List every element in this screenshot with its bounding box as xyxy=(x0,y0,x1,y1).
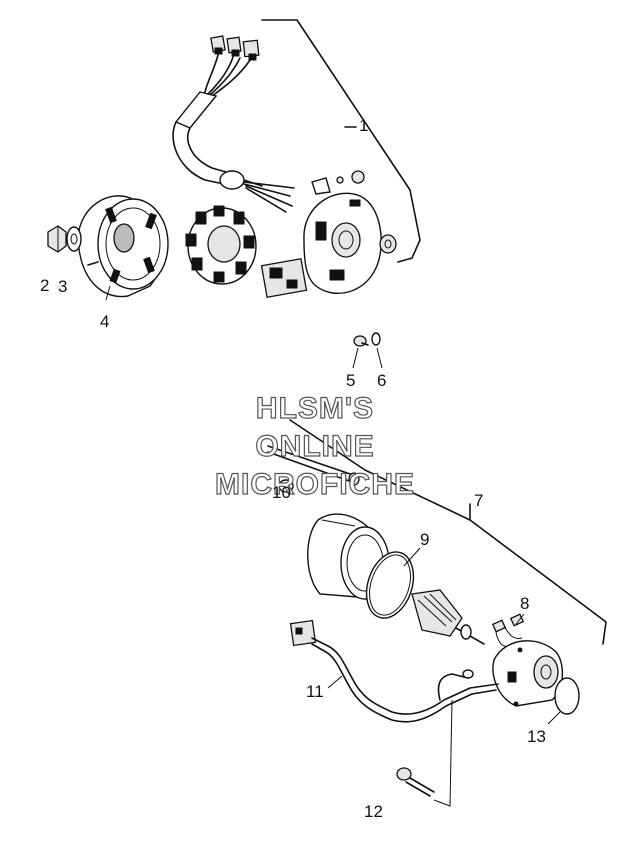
base-screw xyxy=(353,335,369,347)
callout-11: 11 xyxy=(306,682,324,701)
callout-1: 1 xyxy=(359,116,368,135)
leader-4 xyxy=(105,285,111,301)
leader-13 xyxy=(547,711,561,725)
leader-5 xyxy=(352,347,359,369)
leader-11 xyxy=(327,675,343,689)
leader-10 xyxy=(287,479,291,495)
watermark-line-1: HLSM'S xyxy=(256,392,374,425)
pickup-coil xyxy=(260,258,308,298)
callout-8: 8 xyxy=(520,594,529,613)
callout-9: 9 xyxy=(420,530,429,549)
stator-coil xyxy=(185,205,257,285)
wire-harness xyxy=(172,54,295,213)
wire-connector-plug xyxy=(210,35,260,61)
watermark-line-2: ONLINE xyxy=(255,430,374,463)
o-ring xyxy=(365,551,415,619)
cable-bolt xyxy=(396,767,435,797)
callout-4: 4 xyxy=(100,312,109,331)
starter-cable xyxy=(289,619,499,723)
callout-6: 6 xyxy=(377,371,386,390)
callout-3: 3 xyxy=(58,277,67,296)
rotor-nut xyxy=(47,225,67,253)
small-screw-clip xyxy=(311,170,365,195)
lock-washer xyxy=(66,226,82,252)
leader-9 xyxy=(403,547,421,567)
base-screw-washer xyxy=(371,332,381,346)
callout-13: 13 xyxy=(527,727,546,746)
starter-front-cover xyxy=(492,640,563,707)
flywheel-rotor xyxy=(77,195,169,298)
leader-8 xyxy=(515,613,525,625)
stator-base-plate xyxy=(303,192,382,294)
grommet xyxy=(379,234,397,254)
armature xyxy=(411,589,485,645)
callout-7: 7 xyxy=(474,491,483,510)
brush-set xyxy=(491,613,525,647)
watermark-line-3: MICROFICHE xyxy=(215,468,415,501)
callout-12: 12 xyxy=(364,802,383,821)
callout-10: 10 xyxy=(272,483,291,502)
callout-5: 5 xyxy=(346,371,355,390)
bracket-group-1 xyxy=(261,19,421,263)
leader-12 xyxy=(433,699,453,807)
leader-6 xyxy=(376,347,383,369)
cover-o-ring xyxy=(554,677,580,715)
callout-2: 2 xyxy=(40,276,49,295)
